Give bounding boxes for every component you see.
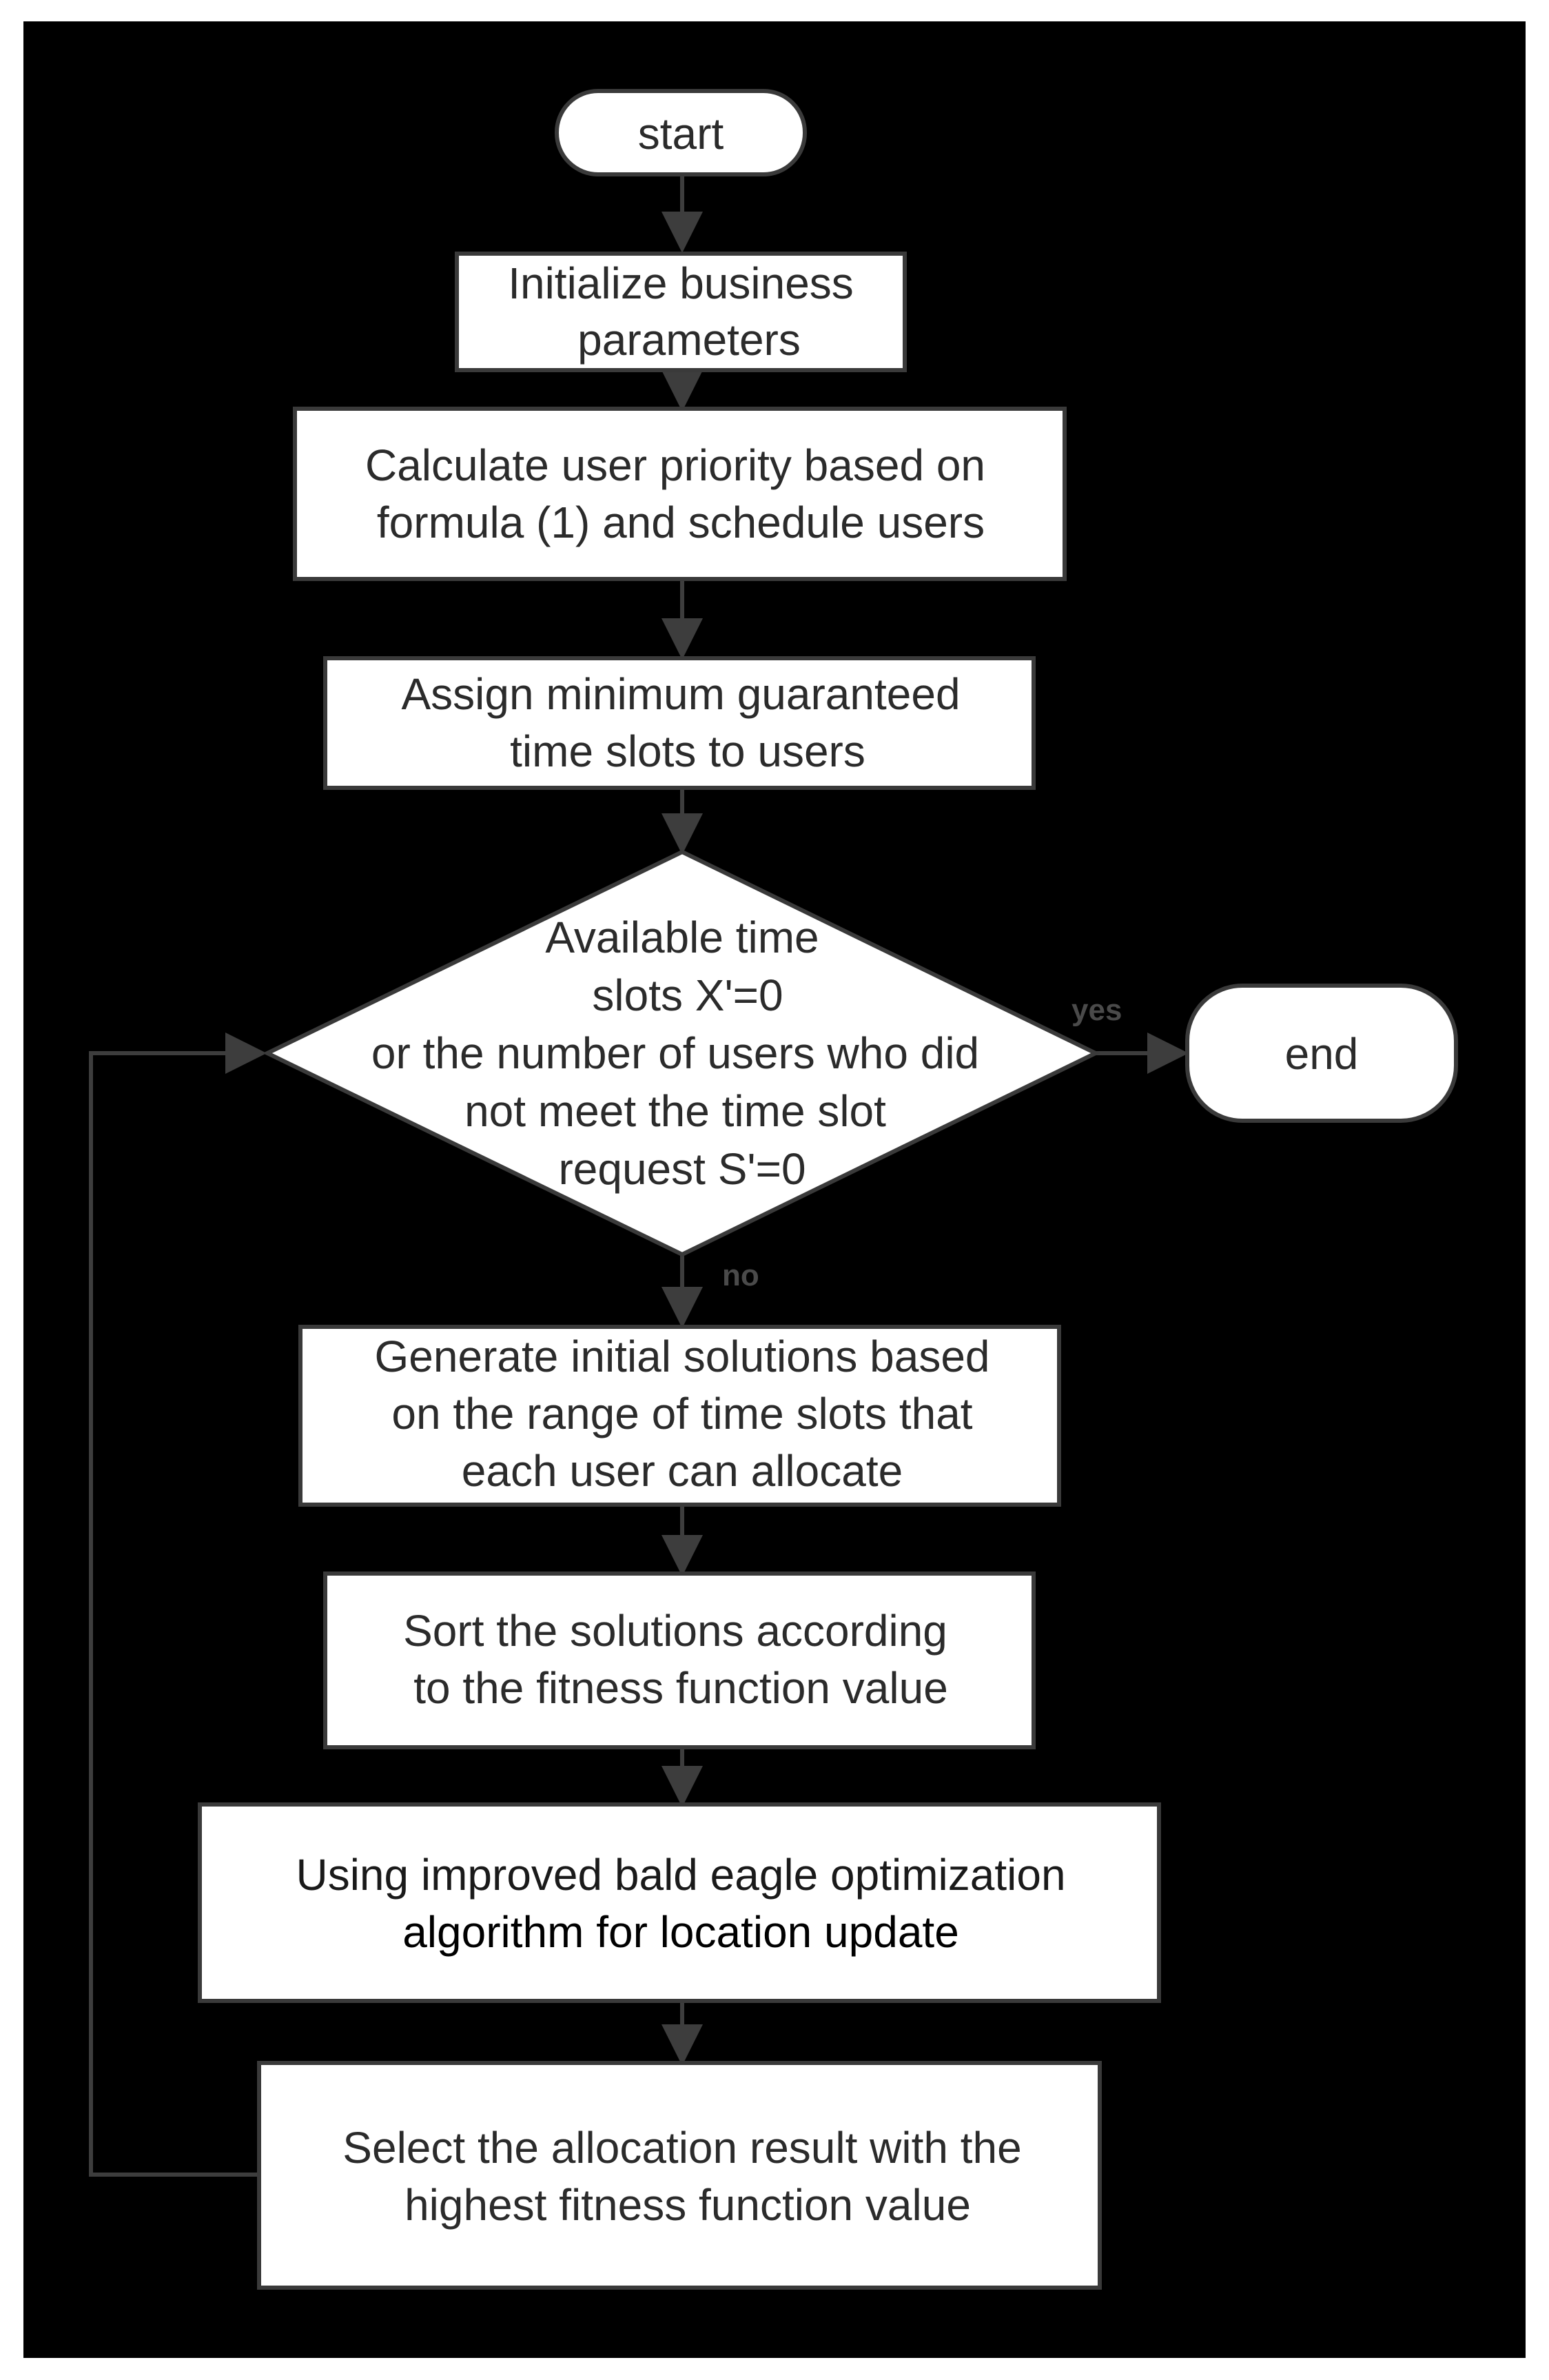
node-decision-line-1: Available time bbox=[545, 913, 819, 962]
node-init-line-2: parameters bbox=[577, 315, 801, 365]
node-start: start bbox=[555, 89, 807, 176]
edge-label-no: no bbox=[722, 1259, 759, 1292]
node-init-line-1: Initialize business bbox=[508, 258, 854, 308]
node-decision-line-2: slots X'=0 bbox=[592, 970, 783, 1020]
node-sort: Sort the solutions according to the fitn… bbox=[323, 1572, 1036, 1749]
node-decision-line-5: request S'=0 bbox=[558, 1144, 806, 1194]
edges bbox=[89, 174, 1189, 2177]
node-select-line-2: highest fitness function value bbox=[404, 2180, 971, 2230]
node-sort-line-1: Sort the solutions according bbox=[403, 1606, 947, 1656]
node-select-line-1: Select the allocation result with the bbox=[342, 2123, 1021, 2173]
edge-loop-select-to-decision bbox=[89, 1033, 267, 2177]
node-update-line-2: algorithm for location update bbox=[402, 1907, 959, 1957]
node-update-line-1: Using improved bald eagle optimization bbox=[296, 1850, 1065, 1900]
node-decision-line-4: not meet the time slot bbox=[464, 1086, 886, 1136]
node-decision: Available time slots X'=0 or the number … bbox=[263, 849, 1100, 1257]
node-end: end bbox=[1185, 984, 1458, 1123]
node-assign-line-1: Assign minimum guaranteed bbox=[401, 669, 960, 719]
node-generate-line-3: each user can allocate bbox=[462, 1446, 903, 1496]
node-init: Initialize business parameters bbox=[455, 252, 907, 372]
node-select: Select the allocation result with the hi… bbox=[257, 2061, 1102, 2290]
node-assign-line-2: time slots to users bbox=[510, 726, 865, 776]
node-priority-line-2: formula (1) and schedule users bbox=[377, 498, 985, 547]
node-generate: Generate initial solutions based on the … bbox=[298, 1325, 1061, 1507]
node-sort-line-2: to the fitness function value bbox=[413, 1663, 948, 1713]
node-start-label: start bbox=[638, 109, 724, 159]
node-decision-line-3: or the number of users who did bbox=[371, 1028, 979, 1078]
node-generate-line-1: Generate initial solutions based bbox=[375, 1332, 990, 1381]
node-update: Using improved bald eagle optimization a… bbox=[198, 1802, 1161, 2003]
node-assign: Assign minimum guaranteed time slots to … bbox=[323, 656, 1036, 790]
node-priority: Calculate user priority based on formula… bbox=[293, 407, 1067, 581]
node-end-label: end bbox=[1285, 1029, 1359, 1079]
node-generate-line-2: on the range of time slots that bbox=[391, 1389, 972, 1438]
node-priority-line-1: Calculate user priority based on bbox=[365, 440, 985, 490]
edge-label-yes: yes bbox=[1071, 993, 1122, 1027]
